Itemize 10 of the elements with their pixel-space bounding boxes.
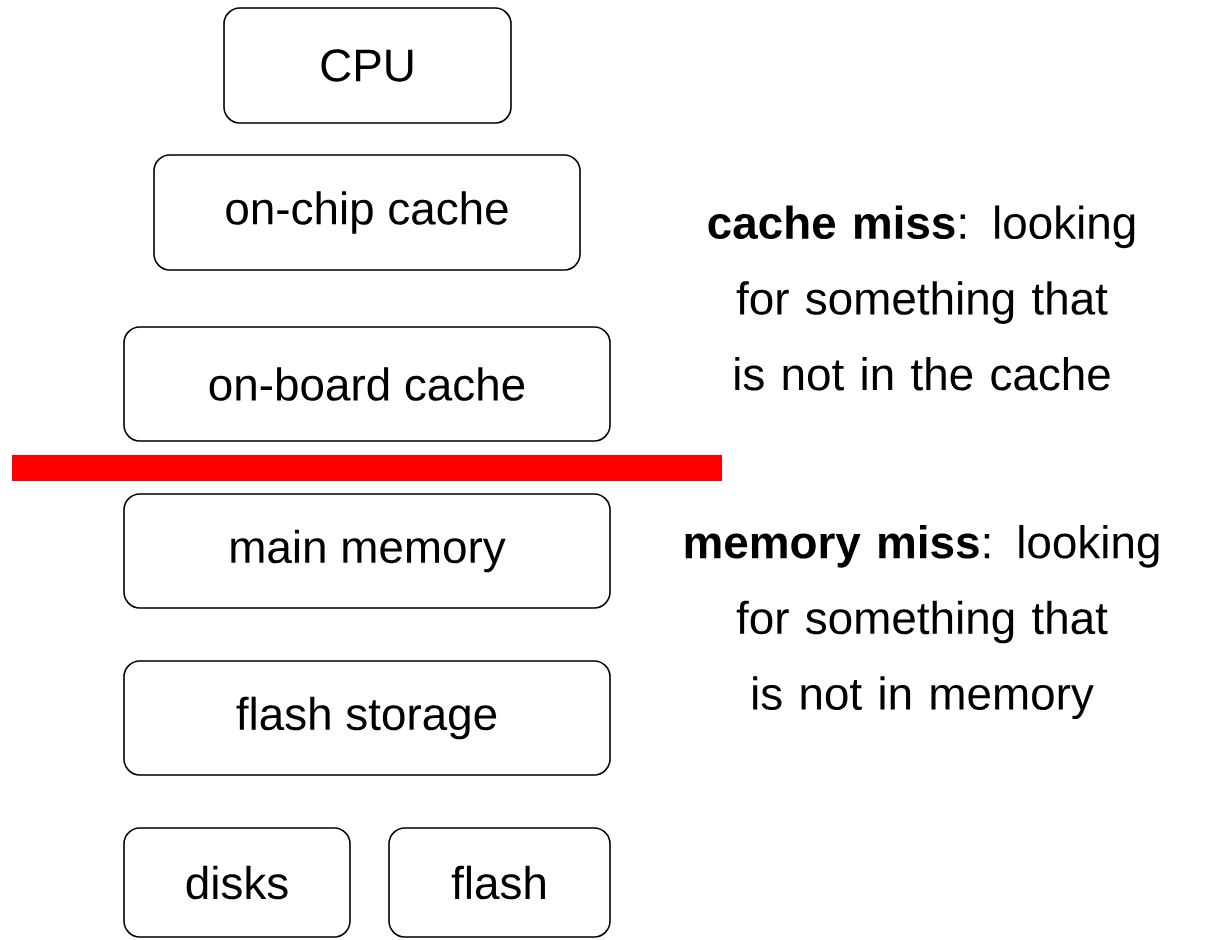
note-text: cache miss: looking for something that is not in the cache — [708, 205, 1135, 391]
divider-bar — [12, 455, 722, 481]
memory-box: on-board cache — [123, 326, 611, 442]
memory-box: flash — [388, 827, 611, 938]
memory-box: CPU — [223, 7, 512, 124]
memory-box: disks — [123, 827, 351, 938]
note-text: memory miss: looking for something that is not in memory — [685, 524, 1159, 720]
memory-box: on-chip cache — [153, 154, 581, 271]
memory-box: flash storage — [123, 660, 611, 776]
memory-box: main memory — [123, 493, 611, 609]
